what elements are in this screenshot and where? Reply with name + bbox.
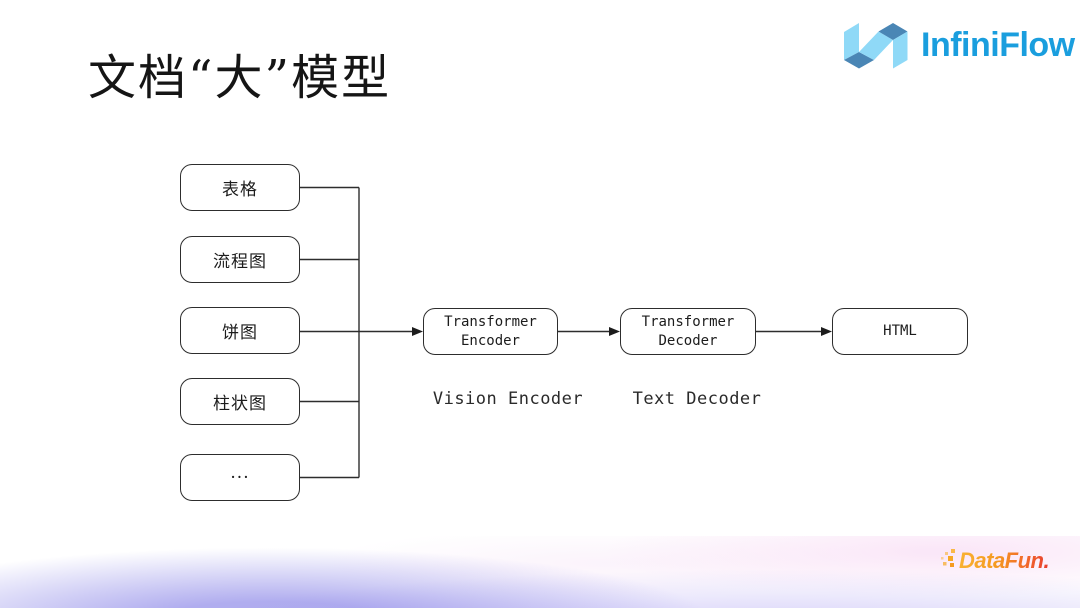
transformer-decoder-box: Transformer Decoder bbox=[620, 308, 756, 355]
transformer-encoder-label: Transformer Encoder bbox=[444, 313, 537, 349]
datafun-logo: DataFun. bbox=[940, 548, 1050, 574]
transformer-encoder-box: Transformer Encoder bbox=[423, 308, 558, 355]
input-box-ellipsis: ··· bbox=[180, 454, 300, 501]
input-box-pie-chart-label: 饼图 bbox=[222, 323, 258, 343]
transformer-decoder-label: Transformer Decoder bbox=[641, 313, 735, 349]
input-box-pie-chart: 饼图 bbox=[180, 307, 300, 354]
vision-encoder-caption: Vision Encoder bbox=[432, 389, 584, 409]
infiniflow-logo: InfiniFlow bbox=[836, 16, 1075, 74]
html-output-label: HTML bbox=[883, 323, 917, 340]
input-box-bar-chart: 柱状图 bbox=[180, 378, 300, 425]
datafun-pixels-icon bbox=[941, 549, 955, 567]
text-decoder-caption: Text Decoder bbox=[632, 389, 762, 409]
html-output-box: HTML bbox=[832, 308, 968, 355]
input-box-flowchart-label: 流程图 bbox=[213, 252, 267, 272]
input-box-table: 表格 bbox=[180, 164, 300, 211]
infiniflow-logo-text: InfiniFlow bbox=[921, 25, 1075, 64]
datafun-logo-text: DataFun. bbox=[959, 548, 1050, 573]
input-box-ellipsis-label: ··· bbox=[230, 467, 250, 488]
infiniflow-icon bbox=[844, 23, 908, 69]
footer-wave-graphic bbox=[0, 536, 1080, 608]
input-box-table-label: 表格 bbox=[222, 180, 258, 200]
page-title: 文档“大”模型 bbox=[88, 50, 392, 106]
input-box-flowchart: 流程图 bbox=[180, 236, 300, 283]
input-box-bar-chart-label: 柱状图 bbox=[213, 394, 267, 414]
